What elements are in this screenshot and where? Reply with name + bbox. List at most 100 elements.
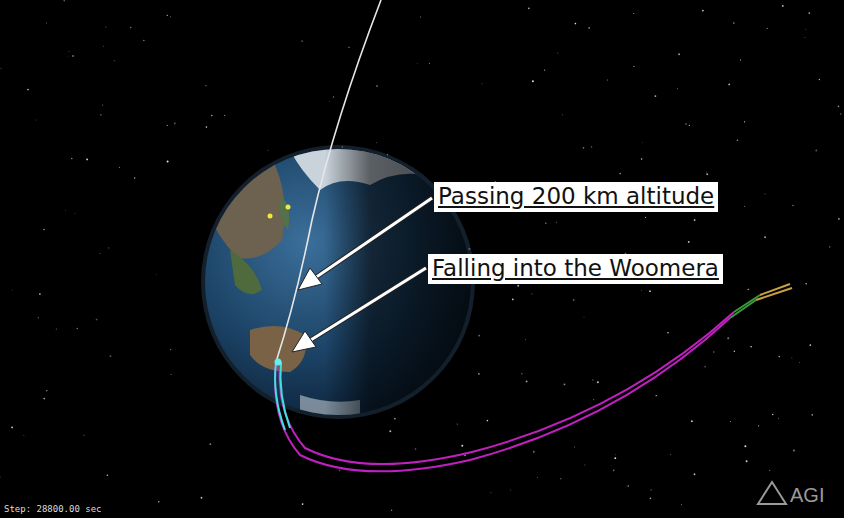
star	[526, 380, 528, 382]
star	[206, 126, 208, 128]
star	[329, 100, 331, 102]
star	[689, 125, 690, 126]
star	[532, 80, 534, 82]
star	[829, 246, 830, 247]
star	[169, 16, 171, 18]
star	[167, 15, 168, 16]
star	[167, 161, 169, 163]
star	[99, 253, 101, 255]
star	[583, 316, 585, 318]
star	[734, 351, 735, 352]
star	[205, 85, 206, 86]
star	[167, 125, 168, 126]
star	[733, 22, 735, 24]
star	[43, 398, 45, 400]
ground-station	[286, 205, 291, 210]
star	[510, 489, 511, 490]
star	[391, 510, 392, 511]
star	[655, 95, 657, 97]
star	[750, 346, 752, 348]
star	[610, 464, 612, 466]
star	[72, 55, 74, 57]
star	[799, 362, 800, 363]
star	[746, 460, 748, 462]
star	[46, 390, 47, 391]
star	[100, 114, 101, 115]
star	[713, 351, 714, 352]
star	[613, 469, 615, 471]
star	[35, 120, 36, 121]
star	[525, 339, 527, 341]
star	[544, 69, 545, 70]
star	[614, 457, 616, 459]
star	[68, 51, 70, 53]
star	[102, 45, 104, 47]
star	[744, 206, 745, 207]
star	[201, 497, 203, 499]
star	[694, 473, 696, 475]
star	[528, 7, 530, 9]
star	[143, 40, 144, 41]
star	[416, 62, 418, 64]
star	[102, 104, 103, 105]
star	[545, 223, 546, 224]
star	[478, 335, 480, 337]
star	[772, 414, 774, 416]
star	[74, 212, 76, 214]
star	[348, 47, 349, 48]
star	[155, 274, 157, 276]
star	[487, 420, 489, 422]
star	[650, 497, 652, 499]
star	[793, 450, 795, 452]
star	[521, 373, 522, 374]
star	[27, 89, 29, 91]
star	[694, 219, 696, 221]
star	[65, 210, 67, 212]
star	[592, 379, 594, 381]
star	[744, 445, 746, 447]
star	[778, 417, 780, 419]
star	[0, 68, 1, 69]
star	[744, 121, 745, 122]
star	[633, 66, 634, 67]
star	[805, 28, 807, 30]
star	[740, 59, 741, 60]
star	[808, 12, 810, 14]
star	[633, 13, 634, 14]
star	[560, 478, 561, 479]
star	[333, 96, 335, 98]
star	[584, 465, 585, 466]
star	[134, 177, 136, 179]
descent-path	[280, 362, 290, 428]
star	[685, 123, 687, 125]
star	[838, 218, 840, 220]
star	[105, 26, 107, 28]
star	[83, 435, 84, 436]
star	[593, 399, 594, 400]
leader-arrow	[292, 268, 426, 352]
star	[641, 142, 643, 144]
star	[677, 88, 679, 90]
star	[805, 283, 807, 285]
star	[650, 489, 651, 490]
star	[457, 423, 458, 424]
star	[45, 22, 47, 24]
star	[415, 448, 417, 450]
star	[420, 16, 422, 18]
star	[782, 5, 784, 7]
star	[56, 328, 57, 329]
star	[627, 485, 628, 486]
star	[39, 293, 41, 295]
star	[63, 0, 65, 2]
star	[640, 289, 642, 291]
star	[376, 85, 378, 87]
star	[597, 381, 599, 383]
star	[730, 421, 731, 422]
star	[767, 28, 768, 29]
star	[667, 332, 669, 334]
star	[478, 373, 480, 375]
star	[224, 115, 225, 116]
star	[737, 139, 739, 141]
star	[747, 289, 749, 291]
